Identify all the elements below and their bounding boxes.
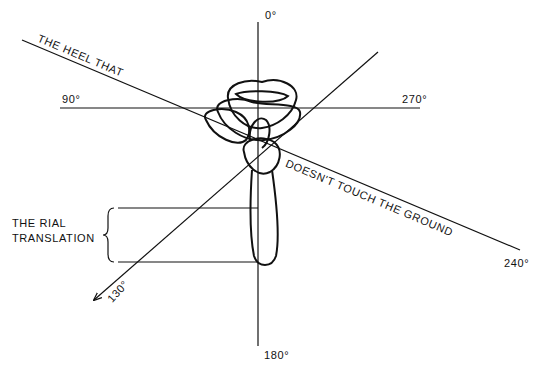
angle-label: 240°	[504, 256, 529, 271]
angle-label: 0°	[265, 8, 277, 23]
angle-label: 130°	[104, 277, 132, 306]
vertical-axis	[257, 22, 258, 346]
angle-label: 90°	[62, 92, 80, 107]
horizontal-axis	[60, 107, 420, 108]
angle-label: 180°	[264, 348, 289, 363]
foot-shape	[205, 80, 300, 265]
bracket-note: THE RIAL TRANSLATION	[12, 216, 104, 246]
bracket-line	[118, 207, 258, 208]
angle-label: 270°	[402, 92, 427, 107]
axis-note: DOESN'T TOUCH THE GROUND	[283, 156, 455, 240]
bracket-line	[118, 261, 258, 262]
axis-note: THE HEEL THAT	[35, 31, 125, 80]
bracket	[103, 208, 114, 262]
